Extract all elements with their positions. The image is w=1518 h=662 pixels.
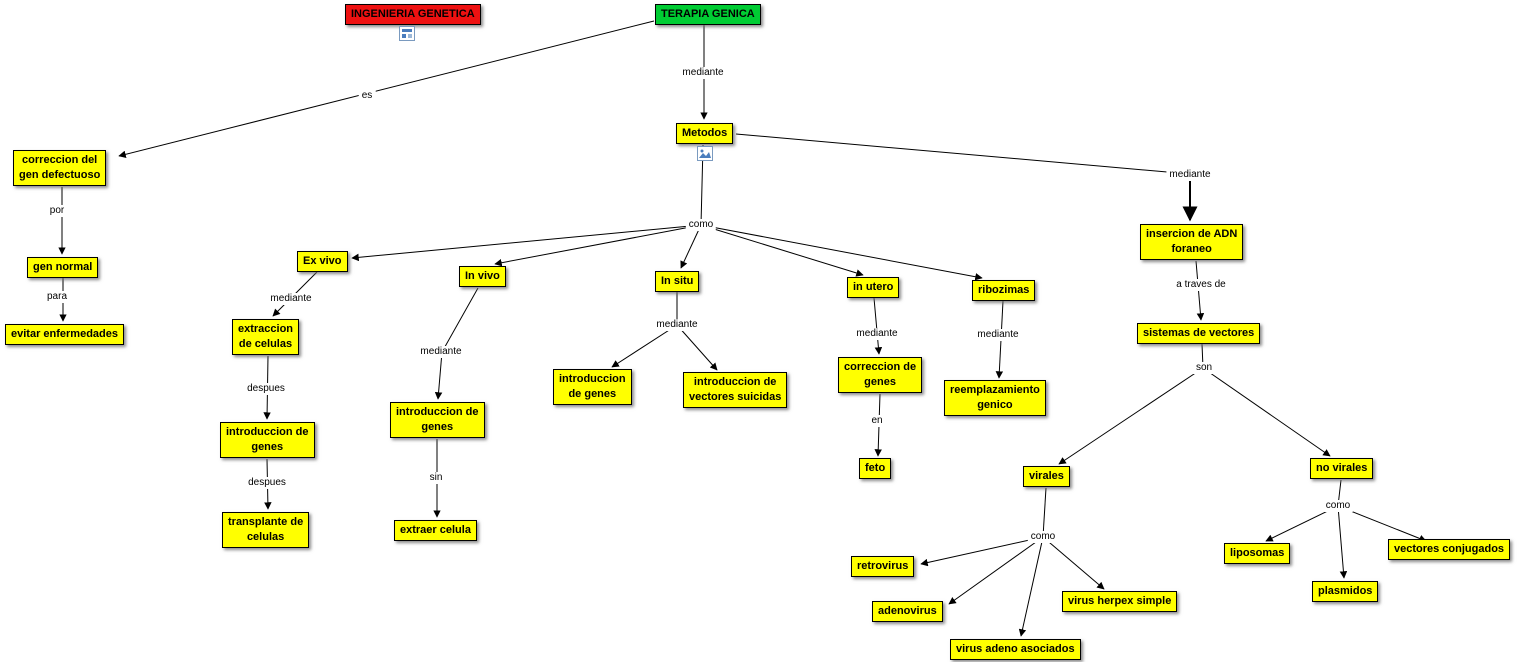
link-label-en[interactable]: en — [868, 415, 886, 427]
node-plasmidos[interactable]: plasmidos — [1312, 581, 1379, 602]
node-liposomas[interactable]: liposomas — [1224, 543, 1291, 564]
node-vectores-conjugados[interactable]: vectores conjugados — [1388, 539, 1511, 560]
link-label-despues-2[interactable]: despues — [245, 477, 289, 489]
link-label-son[interactable]: son — [1192, 362, 1216, 374]
link-label-mediante-inutero[interactable]: mediante — [853, 328, 901, 340]
link-label-como-metodos[interactable]: como — [685, 219, 717, 231]
link-label-como-novirales[interactable]: como — [1322, 500, 1354, 512]
link-label-es[interactable]: es — [358, 90, 376, 102]
link-label-mediante-ribozimas[interactable]: mediante — [974, 329, 1022, 341]
node-in-vivo[interactable]: In vivo — [459, 266, 506, 287]
link-label-por[interactable]: por — [46, 205, 68, 217]
node-extraccion-de-celulas[interactable]: extraccion de celulas — [232, 319, 300, 355]
image-icon[interactable] — [697, 146, 713, 161]
node-virus-herpex-simple[interactable]: virus herpex simple — [1062, 591, 1178, 612]
node-insercion-adn-foraneo[interactable]: insercion de ADN foraneo — [1140, 224, 1244, 260]
link-label-despues-1[interactable]: despues — [244, 383, 288, 395]
node-gen-normal[interactable]: gen normal — [27, 257, 99, 278]
link-label-sin[interactable]: sin — [426, 472, 446, 484]
link-label-a-traves-de[interactable]: a traves de — [1173, 279, 1229, 291]
node-feto[interactable]: feto — [859, 458, 892, 479]
node-introduccion-genes-exvivo[interactable]: introduccion de genes — [220, 422, 315, 458]
link-label-mediante-insitu[interactable]: mediante — [653, 319, 701, 331]
link-label-para[interactable]: para — [43, 291, 71, 303]
link-label-mediante-metodos-insercion[interactable]: mediante — [1166, 169, 1214, 181]
node-metodos[interactable]: Metodos — [676, 123, 734, 144]
node-introduccion-genes-insitu[interactable]: introduccion de genes — [553, 369, 632, 405]
node-retrovirus[interactable]: retrovirus — [851, 556, 915, 577]
node-virus-adeno-asociados[interactable]: virus adeno asociados — [950, 639, 1081, 660]
link-label-mediante-exvivo[interactable]: mediante — [267, 293, 315, 305]
link-label-mediante-invivo[interactable]: mediante — [417, 346, 465, 358]
node-no-virales[interactable]: no virales — [1310, 458, 1374, 479]
node-sistemas-de-vectores[interactable]: sistemas de vectores — [1137, 323, 1261, 344]
node-terapia-genica[interactable]: TERAPIA GENICA — [655, 4, 761, 25]
node-virales[interactable]: virales — [1023, 466, 1070, 487]
link-label-mediante-terapia-metodos[interactable]: mediante — [679, 67, 727, 79]
node-ribozimas[interactable]: ribozimas — [972, 280, 1036, 301]
node-adenovirus[interactable]: adenovirus — [872, 601, 943, 622]
node-extraer-celula[interactable]: extraer celula — [394, 520, 477, 541]
link-label-como-virales[interactable]: como — [1027, 531, 1059, 543]
node-evitar-enfermedades[interactable]: evitar enfermedades — [5, 324, 124, 345]
node-ex-vivo[interactable]: Ex vivo — [297, 251, 348, 272]
node-correccion-de-genes[interactable]: correccion de genes — [838, 357, 923, 393]
node-ingenieria-genetica[interactable]: INGENIERIA GENETICA — [345, 4, 481, 25]
node-in-situ[interactable]: In situ — [655, 271, 700, 292]
node-introduccion-genes-invivo[interactable]: introduccion de genes — [390, 402, 485, 438]
node-correccion-gen-defectuoso[interactable]: correccion del gen defectuoso — [13, 150, 107, 186]
resource-icon[interactable] — [399, 26, 415, 41]
node-introduccion-vectores-suicidas[interactable]: introduccion de vectores suicidas — [683, 372, 788, 408]
node-reemplazamiento-genico[interactable]: reemplazamiento genico — [944, 380, 1046, 416]
node-in-utero[interactable]: in utero — [847, 277, 900, 298]
node-transplante-de-celulas[interactable]: transplante de celulas — [222, 512, 310, 548]
